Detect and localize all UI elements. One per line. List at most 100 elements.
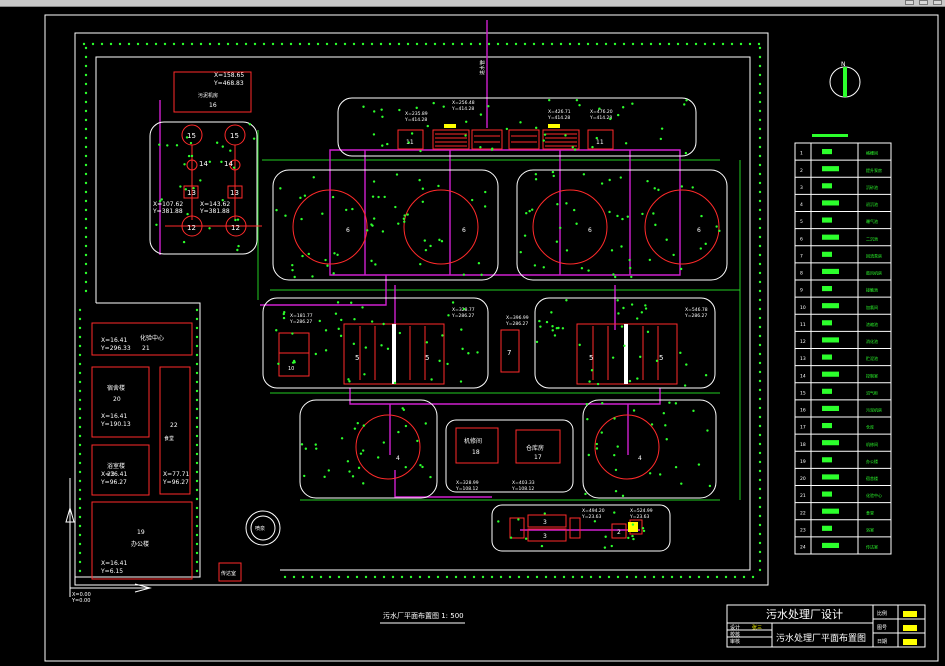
tree-icon bbox=[525, 212, 528, 215]
tree-icon bbox=[460, 42, 464, 46]
coord-y: Y=381.88 bbox=[199, 208, 230, 215]
tree-icon bbox=[78, 524, 82, 528]
tree-icon bbox=[644, 307, 648, 310]
legend-row-name: 化验中心 bbox=[866, 492, 882, 498]
svg-text:15: 15 bbox=[187, 132, 196, 140]
tree-icon bbox=[84, 208, 88, 212]
tree-icon bbox=[195, 389, 199, 393]
svg-text:2: 2 bbox=[617, 529, 621, 536]
tree-icon bbox=[391, 575, 395, 579]
tree-icon bbox=[742, 575, 746, 579]
legend-title: 图例 bbox=[813, 131, 814, 133]
legend-swatch bbox=[822, 388, 832, 394]
legend-row-name: 加氯间 bbox=[866, 304, 878, 310]
coord-x: X=107.62 bbox=[153, 201, 183, 208]
tree-icon bbox=[608, 210, 611, 214]
svg-text:14: 14 bbox=[224, 160, 233, 168]
tree-icon bbox=[425, 341, 429, 344]
tree-icon bbox=[334, 42, 338, 46]
tree-icon bbox=[559, 226, 562, 230]
tree-icon bbox=[78, 407, 82, 411]
tree-icon bbox=[421, 200, 425, 203]
tree-icon bbox=[706, 575, 710, 579]
tree-icon bbox=[84, 46, 88, 50]
tree-icon bbox=[708, 484, 712, 488]
tree-icon bbox=[386, 142, 389, 146]
coord-x: X=158.65 bbox=[214, 72, 244, 79]
svg-text:X=181.77: X=181.77 bbox=[290, 313, 313, 319]
tree-icon bbox=[78, 344, 82, 348]
tree-icon bbox=[585, 402, 589, 406]
tree-icon bbox=[758, 217, 762, 221]
legend-swatch bbox=[822, 234, 839, 240]
tree-icon bbox=[303, 194, 307, 197]
tree-icon bbox=[145, 42, 149, 46]
tree-icon bbox=[628, 258, 631, 262]
svg-text:校核: 校核 bbox=[730, 631, 740, 638]
tree-icon bbox=[237, 244, 240, 248]
svg-text:X=524.99: X=524.99 bbox=[630, 508, 653, 514]
tree-icon bbox=[84, 217, 88, 221]
primary-clarifier bbox=[594, 414, 660, 480]
maximize-icon[interactable] bbox=[919, 0, 928, 5]
tree-icon bbox=[78, 443, 82, 447]
tree-icon bbox=[332, 272, 335, 275]
svg-text:Y=190.13: Y=190.13 bbox=[100, 421, 131, 428]
tree-icon bbox=[84, 127, 88, 131]
tree-icon bbox=[758, 532, 762, 536]
legend-row-name: 浴室 bbox=[866, 526, 874, 532]
unit-11-label: 11 bbox=[596, 139, 604, 146]
tree-icon bbox=[661, 575, 665, 579]
tree-icon bbox=[658, 42, 662, 46]
legend-row-number: 5 bbox=[800, 219, 803, 225]
road-network bbox=[257, 130, 741, 501]
tree-icon bbox=[327, 469, 330, 472]
tree-icon bbox=[610, 544, 613, 548]
legend-row-number: 1 bbox=[800, 151, 803, 157]
close-icon[interactable] bbox=[933, 0, 942, 5]
tree-icon bbox=[310, 575, 314, 579]
legend-row-number: 7 bbox=[800, 253, 803, 259]
tree-icon bbox=[758, 235, 762, 239]
tree-icon bbox=[78, 353, 82, 357]
clarifier-island-right bbox=[516, 169, 728, 281]
tree-icon bbox=[538, 319, 541, 323]
tree-icon bbox=[544, 575, 548, 579]
tree-icon bbox=[190, 154, 194, 158]
tree-icon bbox=[370, 259, 373, 263]
tree-icon bbox=[476, 351, 479, 354]
tree-icon bbox=[195, 479, 199, 483]
tree-icon bbox=[572, 208, 576, 212]
tree-icon bbox=[221, 145, 224, 148]
tree-icon bbox=[652, 575, 656, 579]
svg-text:Y=108.12: Y=108.12 bbox=[455, 486, 478, 492]
minimize-icon[interactable] bbox=[905, 0, 914, 5]
tree-icon bbox=[624, 142, 628, 145]
legend-row-number: 14 bbox=[800, 373, 806, 379]
tree-icon bbox=[136, 42, 140, 46]
svg-text:Y=96.27: Y=96.27 bbox=[100, 479, 127, 486]
tree-icon bbox=[195, 416, 199, 420]
tree-icon bbox=[758, 244, 762, 248]
tree-icon bbox=[630, 303, 634, 306]
tree-icon bbox=[78, 479, 82, 483]
tree-icon bbox=[595, 136, 598, 140]
tree-icon bbox=[758, 100, 762, 104]
tree-icon bbox=[292, 575, 296, 579]
tree-icon bbox=[362, 105, 365, 108]
tree-icon bbox=[758, 226, 762, 230]
tree-icon bbox=[400, 575, 404, 579]
tree-icon bbox=[381, 115, 384, 118]
tree-icon bbox=[183, 163, 186, 166]
tree-icon bbox=[464, 134, 467, 137]
tree-icon bbox=[616, 299, 619, 302]
svg-text:仓库房: 仓库房 bbox=[526, 444, 544, 452]
tree-icon bbox=[630, 275, 633, 279]
tree-icon bbox=[659, 137, 663, 141]
svg-text:化验中心: 化验中心 bbox=[140, 334, 164, 342]
drawing-name: 污水处理厂平面布置图 bbox=[776, 632, 866, 644]
tree-icon bbox=[665, 438, 668, 441]
tree-icon bbox=[364, 346, 368, 349]
tree-icon bbox=[229, 149, 232, 152]
tree-icon bbox=[470, 198, 474, 202]
